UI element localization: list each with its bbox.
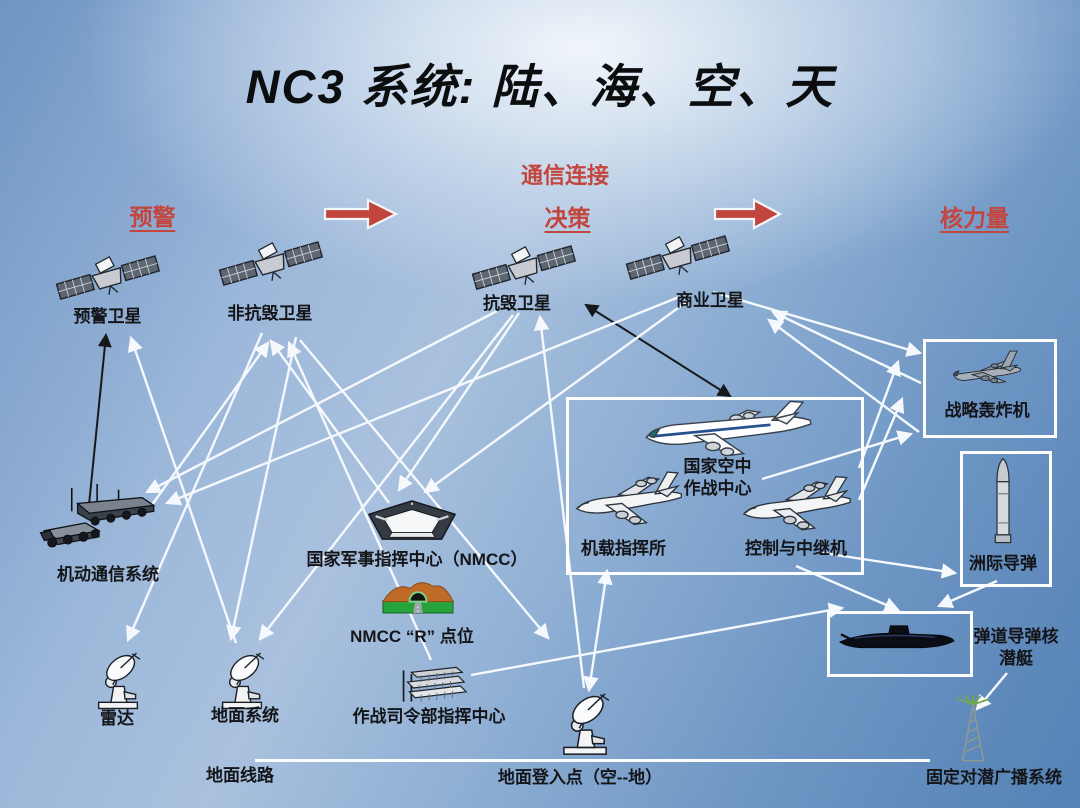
nonsurvivable-satellite-icon (215, 232, 327, 296)
control-relay-aircraft-label: 控制与中继机 (745, 539, 847, 558)
comm-link-label: 通信连接 (520, 163, 609, 188)
connection-edge-15 (470, 602, 845, 677)
connection-edge-20 (712, 290, 923, 357)
icbm-missile-icon (980, 456, 1026, 552)
connection-edge-5 (164, 295, 680, 506)
ground-entry-point-label: 地面登入点（空--地） (497, 768, 663, 787)
icbm-box (960, 451, 1052, 587)
stage-nuclear-forces: 核力量 (940, 205, 1009, 231)
nmcc-r-site-label: NMCC “R” 点位 (350, 627, 474, 646)
connection-edge-25 (975, 672, 1008, 711)
connection-edge-12 (423, 299, 690, 494)
ground-line-rule (255, 759, 930, 762)
connection-edge-11 (397, 312, 520, 492)
connection-edge-23 (822, 551, 958, 579)
mobile-comm-trucks-icon (38, 482, 166, 564)
connection-edge-22 (767, 318, 920, 433)
connection-edge-4 (144, 309, 498, 494)
flow-arrow-icon (323, 198, 399, 230)
hq-label: 作战司令部指挥中心 (352, 707, 506, 726)
commercial-satellite-label: 商业卫星 (676, 291, 744, 310)
strategic-bomber-icon (929, 344, 1045, 400)
fixed-broadcast-label: 固定对潜广播系统 (926, 768, 1062, 787)
connection-edge-0 (82, 332, 112, 518)
connection-edge-18 (857, 359, 901, 469)
connection-edge-8 (533, 314, 586, 689)
connection-edge-10 (258, 314, 514, 641)
pentagon-icon (362, 498, 462, 544)
nonsurvivable-satellite-label: 非抗毁卫星 (227, 304, 313, 323)
submarine-icon (834, 622, 960, 660)
connection-edge-6 (269, 339, 390, 504)
connection-edge-1 (584, 303, 732, 398)
bomber-box (923, 339, 1057, 438)
early-warning-satellite-label: 预警卫星 (73, 307, 142, 326)
hq-building-icon (384, 662, 472, 710)
survivable-satellite-icon (468, 236, 580, 300)
commercial-satellite-icon (622, 226, 734, 290)
radar-label: 雷达 (100, 709, 134, 728)
nmcc-label: 国家军事指挥中心（NMCC） (306, 550, 528, 569)
flow-arrow-icon (713, 198, 783, 230)
ssbn-label-line2: 潜艇 (999, 649, 1033, 669)
mountain-tunnel-icon (382, 576, 454, 614)
naoc-label-line1: 国家空中 (683, 457, 752, 476)
ground-system-dish-icon (214, 646, 270, 712)
ground-system-label: 地面系统 (211, 706, 279, 725)
mobile-comm-label: 机动通信系统 (57, 565, 159, 584)
airborne-command-post-label: 机载指挥所 (581, 539, 666, 558)
national-airborne-center-label: 国家空中 作战中心 (650, 456, 785, 500)
broadcast-tower-icon (948, 694, 998, 766)
ssbn-label: 弹道导弹核 潜艇 (956, 626, 1076, 670)
connection-edge-14 (583, 568, 613, 693)
connection-edge-13 (299, 339, 550, 640)
ssbn-label-line1: 弹道导弹核 (973, 627, 1059, 646)
connection-edge-21 (770, 310, 922, 385)
airborne-ops-box (566, 397, 864, 575)
naoc-label-line2: 作战中心 (683, 479, 752, 499)
connection-edge-19 (857, 396, 904, 501)
icbm-label: 洲际导弹 (969, 554, 1037, 573)
early-warning-satellite-icon (52, 246, 164, 310)
connection-edge-26 (148, 341, 270, 510)
connection-edge-24 (761, 430, 914, 481)
ground-lines-label: 地面线路 (206, 766, 274, 785)
connection-edge-9 (226, 336, 298, 642)
connection-edge-2 (127, 335, 238, 644)
ground-entry-dish-icon (556, 686, 614, 758)
strategic-bomber-label: 战略轰炸机 (944, 401, 1030, 420)
ssbn-box (827, 611, 973, 677)
stage-early-warning: 预警 (129, 204, 176, 230)
stage-decision: 决策 (544, 205, 591, 231)
page-title: NC3 系统: 陆、海、空、天 (245, 60, 835, 113)
radar-dish-icon (90, 646, 146, 712)
survivable-satellite-label: 抗毁卫星 (483, 294, 551, 313)
